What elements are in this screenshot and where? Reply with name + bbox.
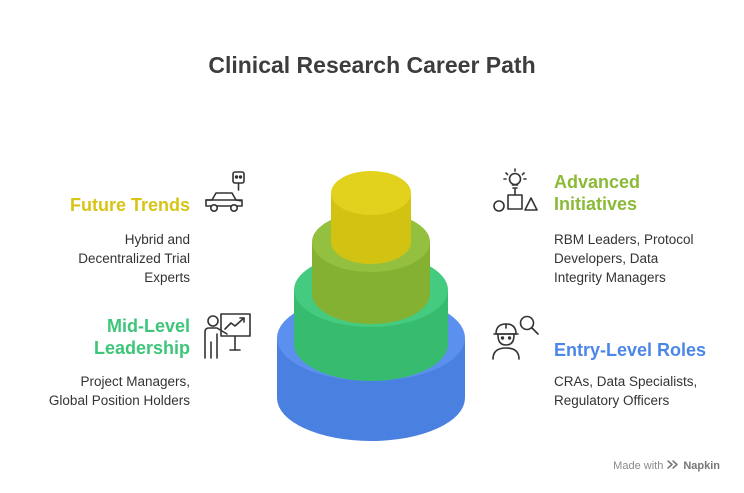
napkin-watermark[interactable]: Made with Napkin [613, 459, 720, 473]
mid-level-heading-line-2: Leadership [93, 338, 190, 358]
future-trends-heading: Future Trends [69, 195, 190, 215]
advanced-line-2: Developers, Data [554, 251, 659, 266]
presenter-chart-icon [202, 310, 254, 362]
lightbulb-shapes-icon [491, 168, 539, 218]
entry-level-line-1: CRAs, Data Specialists, [554, 374, 698, 389]
watermark-brand: Napkin [683, 460, 720, 472]
future-trends-line-3: Experts [144, 270, 190, 285]
mid-level-heading-line-1: Mid-Level [106, 316, 190, 336]
mid-level-line-2: Global Position Holders [48, 393, 190, 408]
advanced-initiatives-description: RBM Leaders, Protocol Developers, Data I… [554, 230, 694, 287]
future-trends-line-2: Decentralized Trial [78, 251, 190, 266]
advanced-heading-line-2: Initiatives [554, 194, 638, 214]
advanced-initiatives-heading: Advanced Initiatives [554, 171, 640, 215]
watermark-prefix: Made with [613, 460, 664, 472]
advanced-heading-line-1: Advanced [554, 172, 641, 192]
mid-level-leadership-heading: Mid-Level Leadership [94, 315, 190, 359]
advanced-line-3: Integrity Managers [554, 270, 666, 285]
worker-search-icon [491, 314, 541, 362]
mid-level-leadership-description: Project Managers, Global Position Holder… [49, 372, 190, 410]
napkin-logo-icon [667, 459, 679, 473]
entry-level-roles-heading: Entry-Level Roles [554, 340, 707, 360]
advanced-line-1: RBM Leaders, Protocol [554, 232, 694, 247]
future-trends-line-1: Hybrid and [124, 232, 190, 247]
entry-level-line-2: Regulatory Officers [554, 393, 670, 408]
robot-car-icon [203, 170, 247, 216]
future-trends-description: Hybrid and Decentralized Trial Experts [78, 230, 190, 287]
mid-level-line-1: Project Managers, [80, 374, 190, 389]
page-title: Clinical Research Career Path [208, 52, 536, 78]
tier-future [331, 171, 411, 264]
entry-level-roles-description: CRAs, Data Specialists, Regulatory Offic… [554, 372, 697, 410]
